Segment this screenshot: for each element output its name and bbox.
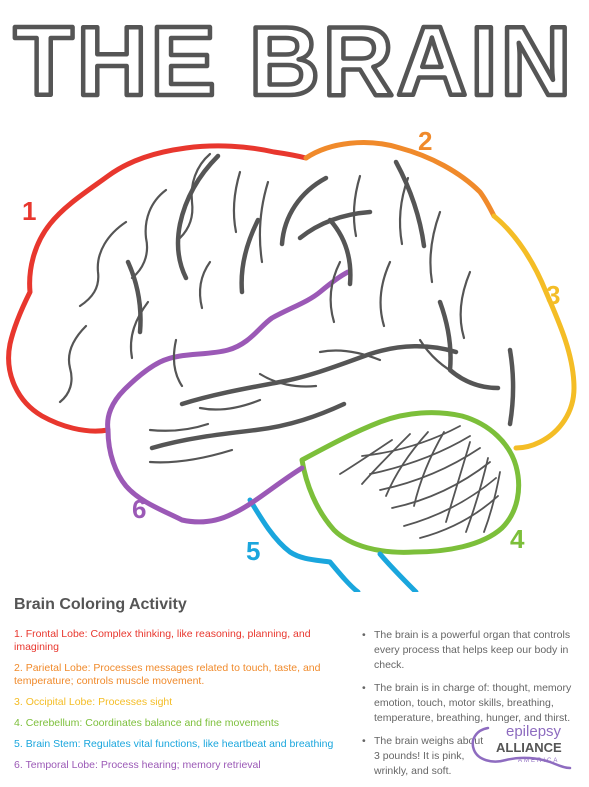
- lobe-num: 5.: [14, 738, 23, 750]
- logo-line3: AMERICA: [518, 758, 559, 764]
- brain-folds-bold: [125, 153, 516, 451]
- lobe-number-4: 4: [510, 524, 525, 554]
- logo-swoosh-icon: [471, 726, 572, 770]
- frontal-lobe-outline: [6, 143, 309, 434]
- list-item: 3. Occipital Lobe: Processes sight: [14, 696, 173, 708]
- bullet-icon: •: [362, 735, 366, 747]
- lobe-desc: Coordinates balance and fine movements: [85, 717, 280, 729]
- lobe-name: Brain Stem: [25, 738, 78, 750]
- lobe-number-2: 2: [418, 126, 432, 156]
- lobe-desc: Complex thinking, like reasoning, planni…: [14, 628, 311, 653]
- epilepsy-alliance-logo: epilepsy ALLIANCE AMERICA: [471, 723, 572, 770]
- page-title: THE BRAIN: [11, 4, 575, 110]
- lobe-number-3: 3: [546, 280, 560, 310]
- lobe-number-6: 6: [132, 494, 146, 524]
- brain-folds: [58, 152, 472, 464]
- lobe-number-1: 1: [22, 196, 36, 226]
- list-item: • The brain is in charge of: thought, me…: [362, 681, 577, 726]
- lobe-name: Occipital Lobe: [25, 696, 93, 708]
- list-item: 1. Frontal Lobe: Complex thinking, like …: [14, 628, 311, 653]
- list-item: 4. Cerebellum: Coordinates balance and f…: [14, 717, 280, 729]
- bullet-icon: •: [362, 682, 366, 694]
- brain-stem-outline: [247, 497, 419, 592]
- cerebellum-lines: [339, 425, 501, 539]
- page-title-text: THE BRAIN: [14, 6, 575, 110]
- logo-line1: epilepsy: [506, 723, 562, 740]
- logo-line2: ALLIANCE: [496, 740, 562, 755]
- list-item: 5. Brain Stem: Regulates vital functions…: [14, 738, 334, 750]
- fact-list: • The brain is a powerful organ that con…: [362, 628, 577, 787]
- temporal-lobe-outline: [105, 269, 351, 525]
- lobe-desc: Regulates vital functions, like heartbea…: [83, 738, 334, 750]
- activity-heading: Brain Coloring Activity: [14, 596, 187, 613]
- bullet-icon: •: [362, 629, 366, 641]
- fact-text: The brain is in charge of: thought, memo…: [374, 682, 572, 724]
- lobe-list: 1. Frontal Lobe: Complex thinking, like …: [14, 628, 354, 780]
- parietal-lobe-outline: [303, 140, 497, 219]
- lobe-num: 1.: [14, 628, 23, 640]
- fact-text: The brain is a powerful organ that contr…: [374, 629, 571, 671]
- lobe-num: 4.: [14, 717, 23, 729]
- occipital-lobe-outline: [491, 213, 577, 451]
- lobe-desc: Process hearing; memory retrieval: [100, 759, 261, 771]
- lobe-name: Cerebellum: [25, 717, 80, 729]
- lobe-desc: Processes messages related to touch, tas…: [14, 662, 321, 687]
- lobe-desc: Processes sight: [98, 696, 173, 708]
- list-item: • The brain is a powerful organ that con…: [362, 628, 577, 673]
- lobe-num: 3.: [14, 696, 23, 708]
- lobe-num: 6.: [14, 759, 23, 771]
- lobe-name: Temporal Lobe: [25, 759, 95, 771]
- list-item: 2. Parietal Lobe: Processes messages rel…: [14, 662, 321, 687]
- brain-diagram: 1 2 3 4 5 6: [6, 126, 577, 592]
- lobe-number-5: 5: [246, 536, 260, 566]
- lobe-name: Parietal Lobe: [25, 662, 88, 674]
- cerebellum-outline: [299, 410, 522, 555]
- lobe-num: 2.: [14, 662, 23, 674]
- list-item: 6. Temporal Lobe: Process hearing; memor…: [14, 759, 261, 771]
- lobe-name: Frontal Lobe: [25, 628, 85, 640]
